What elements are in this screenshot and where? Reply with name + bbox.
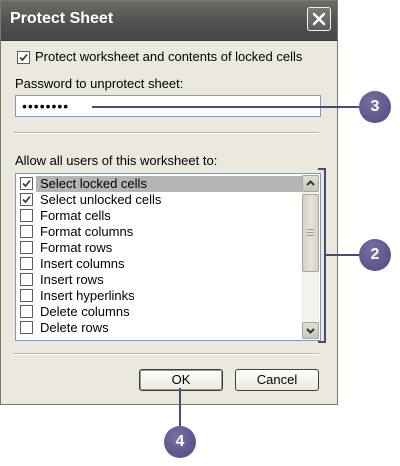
permissions-label: Allow all users of this worksheet to: xyxy=(15,153,218,168)
protect-worksheet-checkbox[interactable] xyxy=(17,51,30,64)
close-icon xyxy=(312,12,326,26)
separator xyxy=(13,353,319,355)
list-item-checkbox[interactable] xyxy=(20,257,33,270)
callout-badge-3: 3 xyxy=(359,91,391,123)
list-item-checkbox[interactable] xyxy=(20,305,33,318)
title-bar[interactable]: Protect Sheet xyxy=(1,1,337,41)
list-item-label: Insert columns xyxy=(40,256,125,271)
list-item-checkbox[interactable] xyxy=(20,321,33,334)
list-item-checkbox[interactable] xyxy=(20,273,33,286)
callout-bracket xyxy=(318,168,326,170)
permissions-list[interactable]: Select locked cells Select unlocked cell… xyxy=(15,173,321,341)
list-item-checkbox[interactable] xyxy=(20,225,33,238)
scroll-thumb[interactable] xyxy=(302,194,319,272)
grip-line xyxy=(307,232,314,233)
protect-worksheet-label: Protect worksheet and contents of locked… xyxy=(35,49,303,64)
callout-badge-2: 2 xyxy=(359,239,391,271)
list-item[interactable]: Format cells xyxy=(18,208,302,224)
list-item[interactable]: Delete rows xyxy=(18,320,302,336)
list-item-label: Select unlocked cells xyxy=(40,192,162,207)
list-item-label: Select locked cells xyxy=(36,176,302,192)
list-item-checkbox[interactable] xyxy=(20,289,33,302)
list-item-label: Delete columns xyxy=(40,304,130,319)
dialog-title: Protect Sheet xyxy=(10,10,114,27)
list-item-checkbox[interactable] xyxy=(20,193,33,206)
callout-line xyxy=(324,254,362,256)
list-item[interactable]: Format rows xyxy=(18,240,302,256)
password-value: •••••••• xyxy=(22,98,70,114)
list-item[interactable]: Select locked cells xyxy=(18,176,302,192)
list-item[interactable]: Insert hyperlinks xyxy=(18,288,302,304)
list-item-checkbox[interactable] xyxy=(20,209,33,222)
list-item-label: Format rows xyxy=(40,240,113,255)
scroll-down-button[interactable] xyxy=(302,322,319,339)
cancel-button[interactable]: Cancel xyxy=(235,369,319,391)
chevron-down-icon xyxy=(306,328,315,334)
list-item[interactable]: Format columns xyxy=(18,224,302,240)
scroll-up-button[interactable] xyxy=(302,175,319,192)
list-item-label: Format cells xyxy=(40,208,111,223)
checkmark-icon xyxy=(22,179,31,188)
grip-line xyxy=(307,229,314,230)
chevron-up-icon xyxy=(306,180,315,186)
list-item[interactable]: Insert rows xyxy=(18,272,302,288)
grip-line xyxy=(307,235,314,236)
protect-sheet-dialog: Protect Sheet Protect worksheet and cont… xyxy=(0,0,338,405)
list-item-checkbox[interactable] xyxy=(20,177,33,190)
callout-line xyxy=(92,106,360,108)
password-label: Password to unprotect sheet: xyxy=(15,76,184,91)
list-item[interactable]: Delete columns xyxy=(18,304,302,320)
list-item-label: Delete rows xyxy=(40,320,109,335)
callout-line xyxy=(179,388,181,428)
list-item-checkbox[interactable] xyxy=(20,241,33,254)
list-item[interactable]: Select unlocked cells xyxy=(18,192,302,208)
list-item[interactable]: Insert columns xyxy=(18,256,302,272)
ok-button[interactable]: OK xyxy=(139,369,223,391)
vertical-scrollbar[interactable] xyxy=(302,175,319,339)
list-item-label: Insert rows xyxy=(40,272,104,287)
checkmark-icon xyxy=(19,53,28,62)
separator xyxy=(13,132,319,134)
list-item-label: Insert hyperlinks xyxy=(40,288,135,303)
callout-bracket xyxy=(318,341,326,343)
close-button[interactable] xyxy=(307,7,331,31)
list-item-label: Format columns xyxy=(40,224,134,239)
checkmark-icon xyxy=(22,195,31,204)
callout-badge-4: 4 xyxy=(164,426,196,458)
